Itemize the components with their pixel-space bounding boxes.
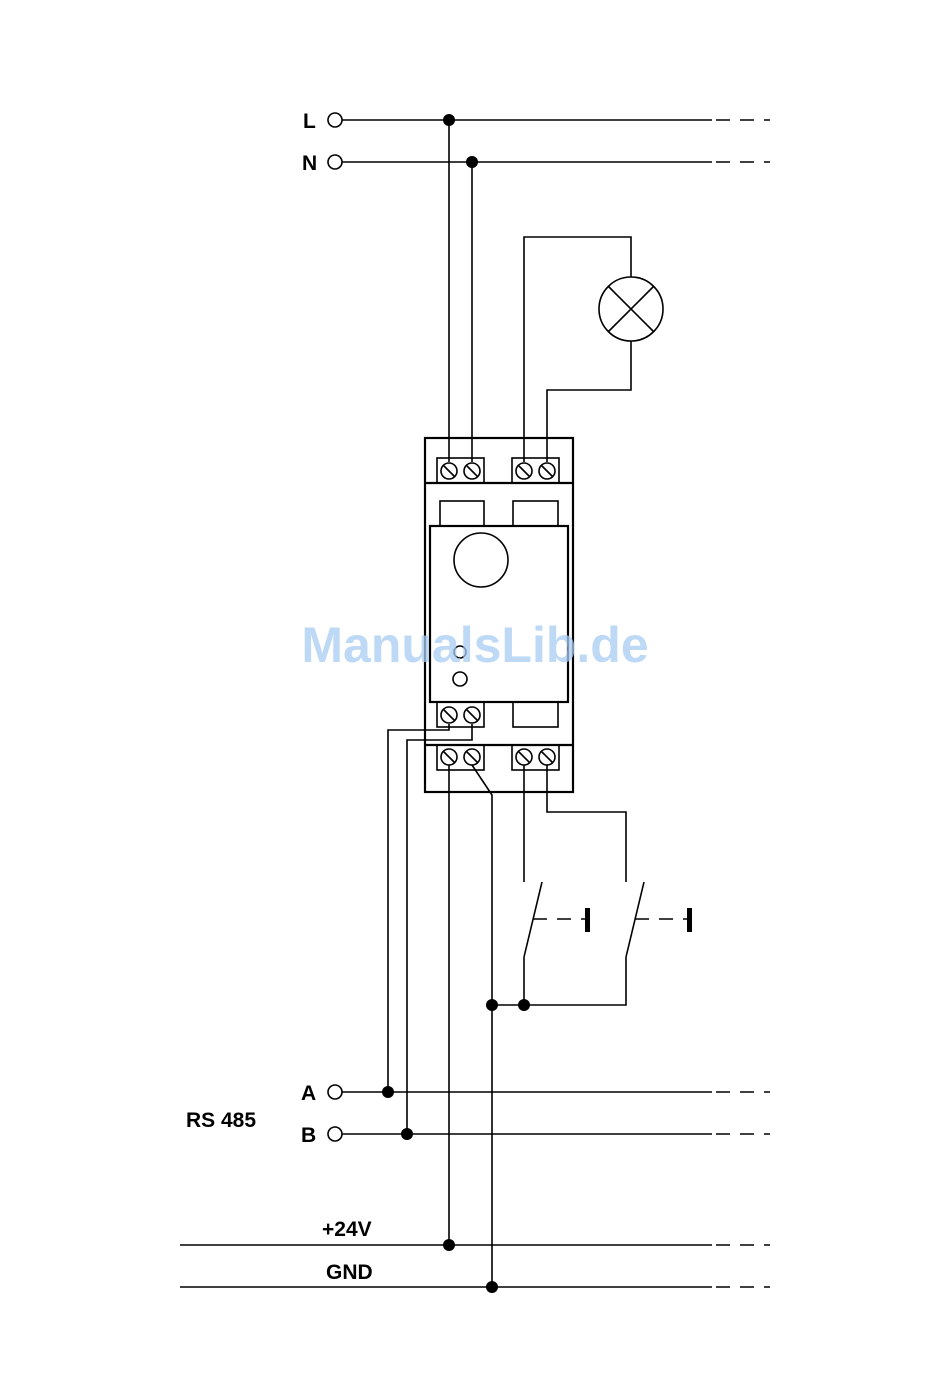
front-panel	[430, 526, 568, 702]
module-tab-lower-right	[513, 702, 558, 727]
screw-icon	[441, 463, 457, 479]
rs485-bus: RS 485 A B	[186, 724, 770, 1147]
terminal-A-circle	[328, 1085, 342, 1099]
terminal-N-circle	[328, 155, 342, 169]
screw-icon	[516, 463, 532, 479]
watermark: ManualsLib.de	[301, 617, 648, 673]
junction-switch-common	[518, 999, 530, 1011]
screw-icon	[464, 749, 480, 765]
label-B: B	[301, 1124, 316, 1147]
label-rs485: RS 485	[186, 1109, 256, 1132]
screw-icon	[441, 707, 457, 723]
wire-switch-2-out	[492, 957, 626, 1005]
lamp-load	[524, 237, 663, 462]
terminal-block-top-left	[437, 458, 484, 483]
terminal-block-bottom-right	[512, 745, 559, 770]
junction-B	[401, 1128, 413, 1140]
wire-rs485-B	[407, 724, 472, 1134]
terminal-block-rs485	[437, 702, 484, 727]
knob-icon	[454, 533, 508, 587]
junction-gnd	[486, 1281, 498, 1293]
button-icon	[687, 908, 692, 932]
screw-icon	[464, 707, 480, 723]
wire-rs485-A	[388, 724, 449, 1092]
terminal-block-bottom-left	[437, 745, 484, 770]
label-24v: +24V	[322, 1218, 372, 1241]
screw-icon	[516, 749, 532, 765]
module-tab-upper-right	[513, 501, 558, 526]
led-icon	[453, 672, 467, 686]
screw-icon	[464, 463, 480, 479]
terminal-B-circle	[328, 1127, 342, 1141]
wire-input-2	[547, 765, 626, 882]
screw-icon	[539, 749, 555, 765]
wire-lamp-2	[547, 341, 631, 462]
button-icon	[585, 908, 590, 932]
screw-icon	[539, 463, 555, 479]
label-A: A	[301, 1082, 316, 1105]
junction-24v	[443, 1239, 455, 1251]
label-gnd: GND	[326, 1261, 373, 1284]
din-rail-module	[425, 438, 573, 792]
label-N: N	[302, 152, 317, 175]
power-supply: +24V GND	[180, 1218, 770, 1293]
wire-lamp-1	[524, 237, 631, 462]
terminal-block-top-right	[512, 458, 559, 483]
module-housing	[425, 438, 573, 792]
wire-gnd-drop	[472, 765, 492, 1287]
terminal-L-circle	[328, 113, 342, 127]
label-L: L	[303, 110, 316, 133]
module-tab-upper-left	[440, 501, 484, 526]
junction-A	[382, 1086, 394, 1098]
push-button-inputs	[486, 765, 692, 1011]
screw-icon	[441, 749, 457, 765]
mains-section: L N	[302, 110, 770, 462]
